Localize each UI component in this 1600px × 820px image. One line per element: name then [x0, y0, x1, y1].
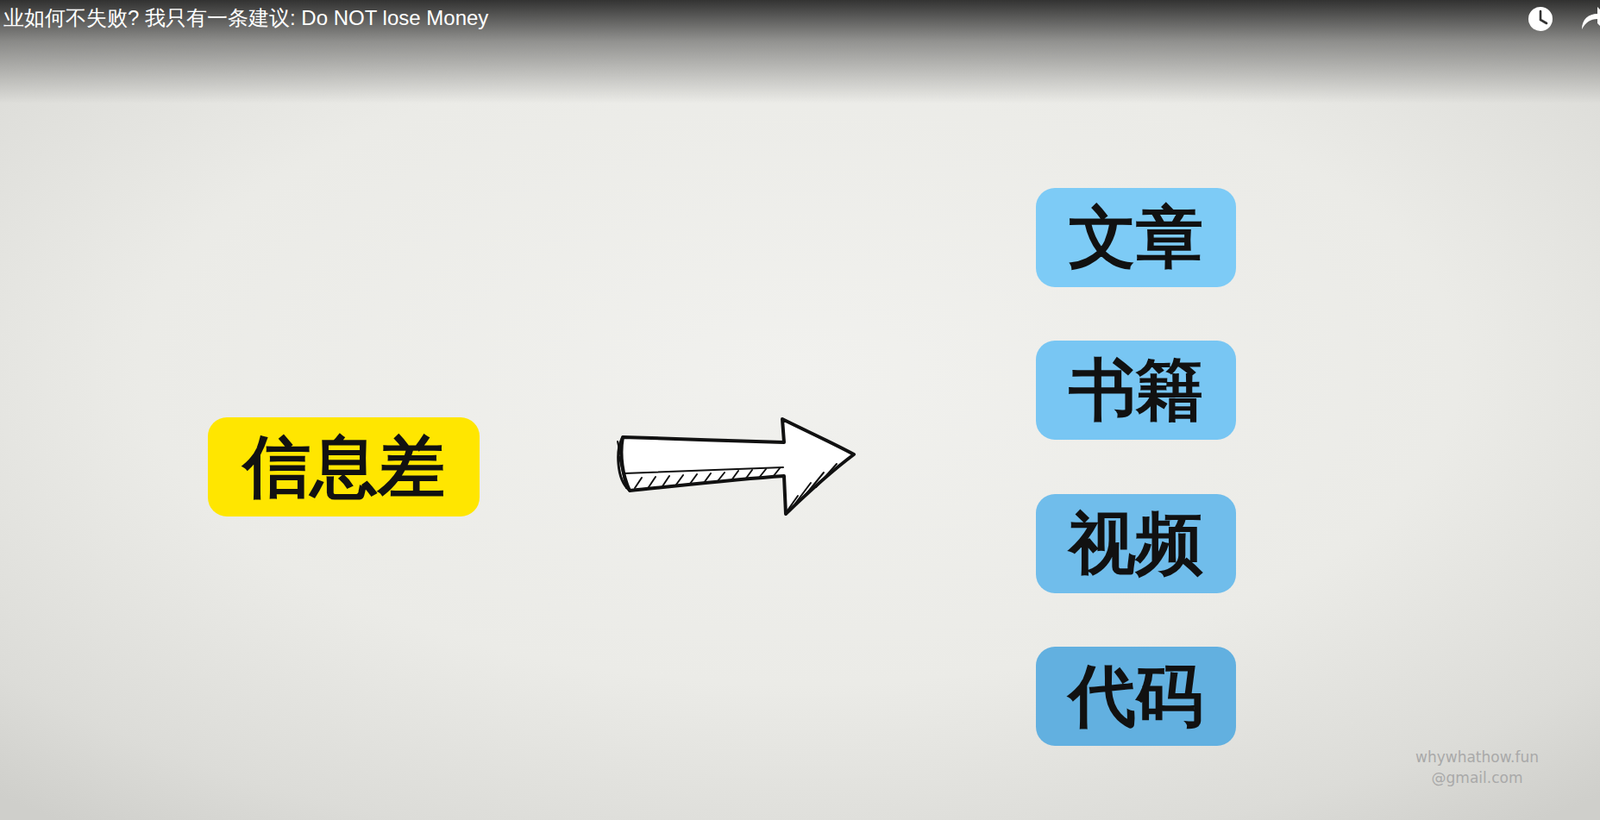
box-label: 文章	[1068, 200, 1204, 276]
watermark: whywhathow.fun @gmail.com	[1397, 746, 1557, 789]
share-icon	[1581, 6, 1600, 30]
box-label: 书籍	[1068, 353, 1204, 428]
clock-icon	[1528, 6, 1553, 32]
box-label: 代码	[1068, 659, 1204, 735]
category-box: 书籍	[1035, 340, 1237, 440]
category-box: 文章	[1035, 188, 1237, 288]
box-label: 视频	[1068, 507, 1204, 582]
category-box: 代码	[1035, 646, 1237, 747]
hand-drawn-arrow	[617, 419, 854, 515]
category-box: 视频	[1035, 494, 1237, 594]
source-box: 信息差	[207, 417, 480, 517]
video-title: 业如何不失败? 我只有一条建议: Do NOT lose Money	[3, 5, 489, 32]
box-label: 信息差	[243, 430, 446, 505]
